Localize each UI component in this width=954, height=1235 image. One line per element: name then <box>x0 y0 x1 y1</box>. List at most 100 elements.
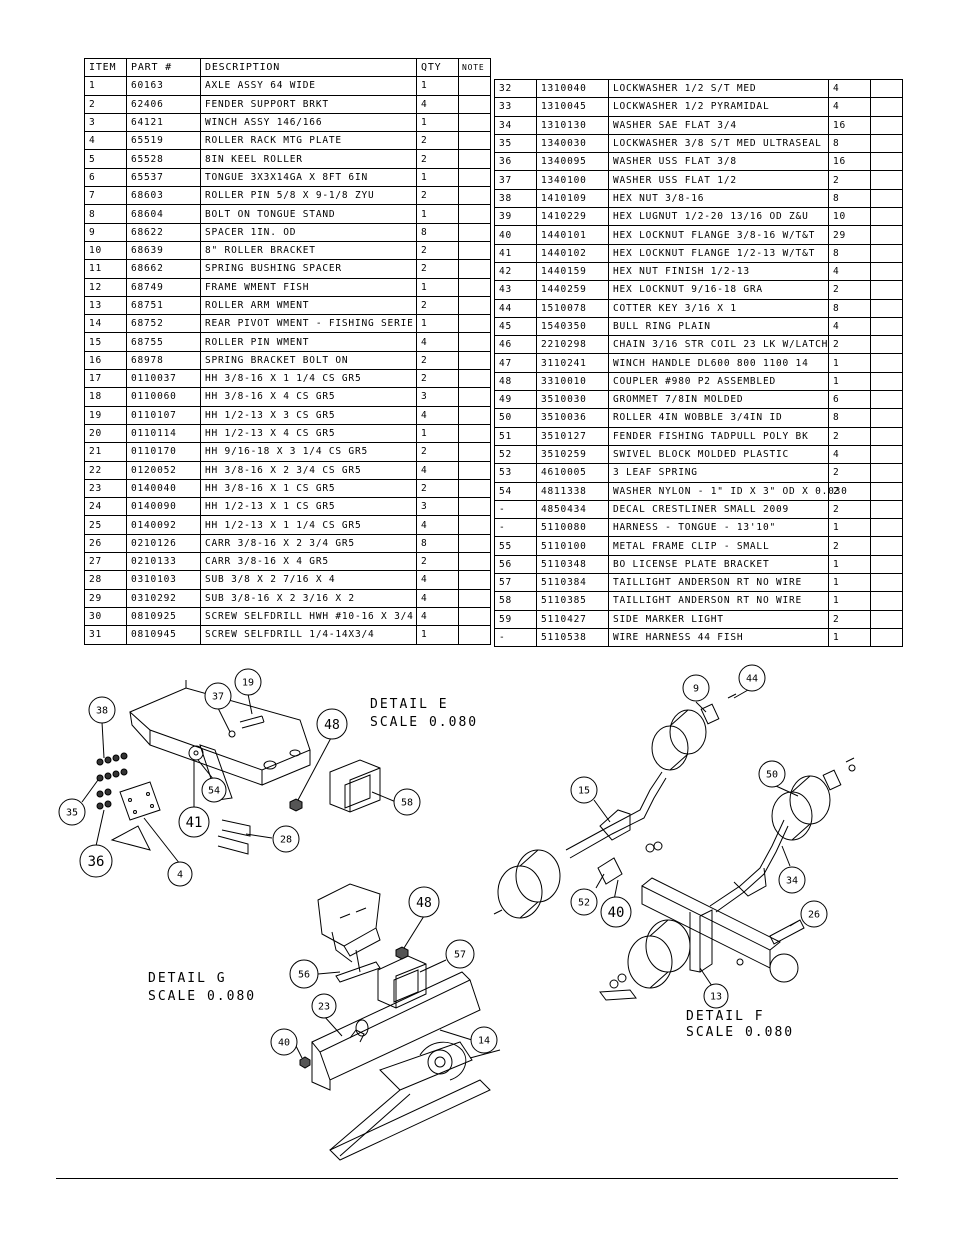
description-cell: DECAL CRESTLINER SMALL 2009 <box>608 499 829 520</box>
qty-cell: 4 <box>416 570 459 590</box>
part-number-cell: 0140040 <box>126 478 201 499</box>
note-cell <box>458 204 491 224</box>
note-cell <box>458 497 491 517</box>
item-cell: 25 <box>84 515 127 535</box>
item-cell: 42 <box>494 261 537 282</box>
qty-cell: 1 <box>828 591 871 611</box>
callout-f-26: 26 <box>808 910 820 921</box>
item-cell: 12 <box>84 277 127 297</box>
part-number-cell: 1310045 <box>536 97 609 117</box>
part-number-cell: 68603 <box>126 186 201 206</box>
item-cell: 43 <box>494 280 537 300</box>
callout-f-34: 34 <box>786 876 798 887</box>
part-number-cell: 4811338 <box>536 481 609 501</box>
description-cell: AXLE ASSY 64 WIDE <box>200 76 417 96</box>
note-cell <box>458 112 491 133</box>
item-cell: 7 <box>84 186 127 206</box>
header-part: PART # <box>126 57 201 78</box>
part-number-cell: 1440259 <box>536 280 609 300</box>
description-cell: HEX LOCKNUT FLANGE 1/2-13 W/T&T <box>608 243 829 263</box>
item-cell: 32 <box>494 78 537 99</box>
note-cell <box>458 405 491 425</box>
note-cell <box>458 460 491 480</box>
note-cell <box>458 533 491 554</box>
qty-cell: 6 <box>828 390 871 410</box>
qty-cell: 4 <box>828 444 871 465</box>
note-cell <box>458 94 491 114</box>
part-number-cell: 4850434 <box>536 499 609 520</box>
note-cell <box>458 295 491 316</box>
item-cell: 47 <box>494 353 537 373</box>
description-cell: WASHER NYLON - 1" ID X 3" OD X 0.030 <box>608 481 847 501</box>
item-cell: - <box>494 499 537 520</box>
note-cell <box>458 478 491 499</box>
item-cell: 41 <box>494 243 537 263</box>
qty-cell: 1 <box>416 314 459 334</box>
description-cell: LOCKWASHER 3/8 S/T MED ULTRASEAL <box>608 133 829 154</box>
callout-e-4: 4 <box>177 870 183 881</box>
note-cell <box>870 627 903 648</box>
qty-cell: 2 <box>828 499 871 520</box>
part-number-cell: 68978 <box>126 350 201 371</box>
callout-e-28: 28 <box>280 835 292 846</box>
part-number-cell: 68639 <box>126 240 201 261</box>
description-cell: HH 3/8-16 X 4 CS GR5 <box>200 387 417 407</box>
part-number-cell: 1310130 <box>536 115 609 135</box>
item-cell: 17 <box>84 369 127 389</box>
qty-cell: 2 <box>416 552 459 572</box>
note-cell <box>458 552 491 572</box>
footer-rule <box>56 1178 898 1179</box>
detail-f-title: DETAIL F <box>686 1009 765 1024</box>
part-number-cell: 5110538 <box>536 627 609 648</box>
description-cell: HH 1/2-13 X 3 CS GR5 <box>200 405 417 425</box>
qty-cell: 1 <box>828 371 871 392</box>
part-number-cell: 1510078 <box>536 298 609 318</box>
item-cell: 19 <box>84 405 127 425</box>
note-cell <box>870 426 903 446</box>
item-cell: 18 <box>84 387 127 407</box>
note-cell <box>870 115 903 135</box>
qty-cell: 1 <box>416 76 459 96</box>
item-cell: 8 <box>84 204 127 224</box>
item-cell: 6 <box>84 167 127 188</box>
part-number-cell: 0210126 <box>126 533 201 554</box>
note-cell <box>870 261 903 282</box>
description-cell: CHAIN 3/16 STR COIL 23 LK W/LATCH <box>608 335 829 355</box>
qty-cell: 1 <box>828 518 871 538</box>
item-cell: 59 <box>494 609 537 629</box>
item-cell: 51 <box>494 426 537 446</box>
item-cell: 3 <box>84 112 127 133</box>
description-cell: HEX LOCKNUT FLANGE 3/8-16 W/T&T <box>608 225 829 245</box>
note-cell <box>870 207 903 227</box>
note-cell <box>870 188 903 209</box>
item-cell: 21 <box>84 442 127 462</box>
part-number-cell: 68752 <box>126 314 201 334</box>
note-cell <box>870 536 903 556</box>
callout-g-14: 14 <box>478 1036 490 1047</box>
part-number-cell: 68751 <box>126 295 201 316</box>
note-cell <box>870 243 903 263</box>
item-cell: 28 <box>84 570 127 590</box>
part-number-cell: 5110385 <box>536 591 609 611</box>
description-cell: FENDER FISHING TADPULL POLY BK <box>608 426 829 446</box>
item-cell: 16 <box>84 350 127 371</box>
part-number-cell: 3310010 <box>536 371 609 392</box>
